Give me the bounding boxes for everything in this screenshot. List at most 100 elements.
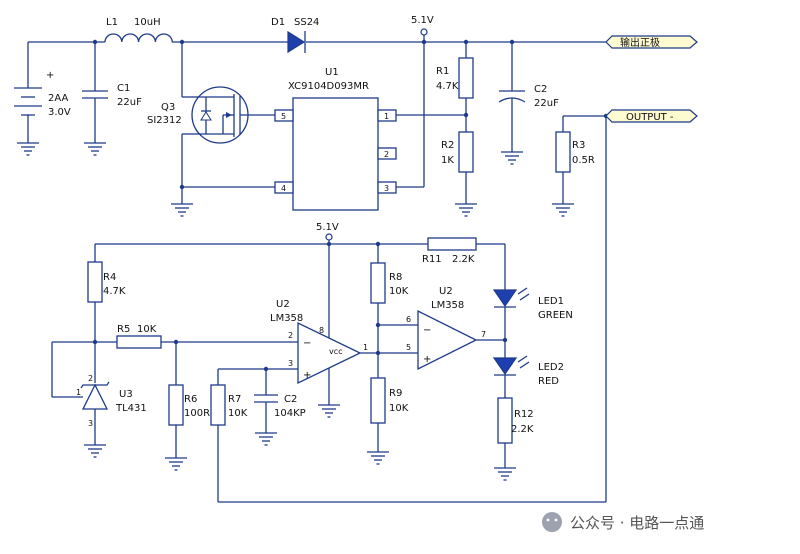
U2-right-minus: − <box>423 325 431 336</box>
battery-plus: + <box>46 70 54 81</box>
ground-R3 <box>551 203 575 217</box>
Q3-label: Q3 <box>161 102 175 113</box>
capacitor-C1 <box>82 90 108 99</box>
U2-right-part: LM358 <box>431 300 464 311</box>
battery <box>14 87 42 116</box>
U2-left-minus: − <box>303 338 311 349</box>
R9-value: 10K <box>389 403 409 414</box>
LED1-color: GREEN <box>538 310 573 321</box>
ground-R9 <box>366 451 390 465</box>
U1-part: XC9104D093MR <box>288 81 369 92</box>
R9-label: R9 <box>389 388 402 399</box>
wechat-icon <box>542 512 562 532</box>
ground-Q3 <box>170 203 194 217</box>
U3-pin2: 2 <box>88 374 93 383</box>
U1-pin1: 1 <box>384 112 389 121</box>
resistor-R9 <box>370 377 386 424</box>
battery-label: 2AA <box>48 93 68 104</box>
U2-left-pin3: 3 <box>288 359 293 368</box>
led-LED2 <box>492 355 530 376</box>
U2-right-pin5: 5 <box>406 343 411 352</box>
resistor-R8 <box>370 262 386 304</box>
R11-value: 2.2K <box>452 254 475 265</box>
R5-label: R5 <box>117 324 130 335</box>
R7-label: R7 <box>228 394 241 405</box>
ground-C2-top <box>500 151 524 165</box>
U2-right-pin6: 6 <box>406 315 411 324</box>
port-output-positive-label: 输出正极 <box>620 36 660 49</box>
R4-value: 4.7K <box>103 286 126 297</box>
R7-value: 10K <box>228 408 248 419</box>
R11-label: R11 <box>422 254 442 265</box>
U2-left-plus: + <box>303 370 311 381</box>
U2-right-pin7: 7 <box>481 330 486 339</box>
opamp-U2-right <box>417 309 478 371</box>
U1-pin3: 3 <box>384 184 389 193</box>
mosfet-Q3 <box>191 86 249 144</box>
U3-label: U3 <box>119 389 133 400</box>
resistor-R6 <box>168 384 184 426</box>
resistor-R1 <box>458 57 474 99</box>
capacitor-C2-bottom <box>254 394 278 403</box>
resistor-R4 <box>87 261 103 303</box>
C2-top-label: C2 <box>534 84 547 95</box>
D1-value: SS24 <box>294 17 319 28</box>
R8-value: 10K <box>389 286 409 297</box>
U2-left-part: LM358 <box>270 313 303 324</box>
R4-label: R4 <box>103 272 116 283</box>
U2-left-pin1: 1 <box>363 343 368 352</box>
R6-label: R6 <box>184 394 197 405</box>
U1-pin2: 2 <box>384 150 389 159</box>
R1-label: R1 <box>436 66 449 77</box>
shunt-regulator-U3 <box>80 381 110 410</box>
resistor-R2 <box>458 131 474 173</box>
R12-value: 2.2K <box>511 424 534 435</box>
R5-value: 10K <box>137 324 157 335</box>
R3-label: R3 <box>572 140 585 151</box>
U2-left-vcc: vcc <box>329 347 343 356</box>
port-output-negative: OUTPUT - <box>605 109 698 123</box>
U2-right-plus: + <box>423 354 431 365</box>
ground-U2-left <box>317 404 341 418</box>
inductor-L1 <box>104 33 173 43</box>
resistor-R12 <box>497 397 513 444</box>
battery-voltage: 3.0V <box>48 107 71 118</box>
LED2-color: RED <box>538 376 559 387</box>
R6-value: 100R <box>184 408 210 419</box>
U3-pin1: 1 <box>76 388 81 397</box>
C2-bottom-label: C2 <box>284 394 297 405</box>
ground-R2 <box>454 203 478 217</box>
D1-label: D1 <box>271 17 285 28</box>
ground-battery <box>16 142 40 156</box>
ground-R6 <box>164 457 188 471</box>
vcc-top-label: 5.1V <box>411 15 434 26</box>
resistor-R5 <box>116 335 162 349</box>
R3-value: 0.5R <box>572 155 595 166</box>
resistor-R3 <box>555 131 571 173</box>
vcc-node-bottom <box>325 233 333 241</box>
U2-left-pin8: 8 <box>319 326 324 335</box>
C1-label: C1 <box>117 83 130 94</box>
L1-label: L1 <box>106 17 118 28</box>
vcc-bottom-label: 5.1V <box>316 222 339 233</box>
L1-value: 10uH <box>134 17 161 28</box>
R1-value: 4.7K <box>436 81 459 92</box>
U2-left-label: U2 <box>276 299 290 310</box>
led-LED1 <box>492 287 530 308</box>
ground-U3 <box>83 444 107 458</box>
LED2-label: LED2 <box>538 362 564 373</box>
ground-C2-bottom <box>254 432 278 446</box>
R12-label: R12 <box>514 409 534 420</box>
U1-pin5: 5 <box>281 112 286 121</box>
port-output-negative-label: OUTPUT - <box>626 112 674 123</box>
LED1-label: LED1 <box>538 296 564 307</box>
U1-label: U1 <box>325 67 339 78</box>
R8-label: R8 <box>389 272 402 283</box>
watermark: 公众号 · 电路一点通 <box>542 512 704 532</box>
C2-top-value: 22uF <box>534 98 559 109</box>
ic-U1 <box>292 97 379 211</box>
C2-bottom-value: 104KP <box>274 408 306 419</box>
U1-pin4: 4 <box>281 184 286 193</box>
